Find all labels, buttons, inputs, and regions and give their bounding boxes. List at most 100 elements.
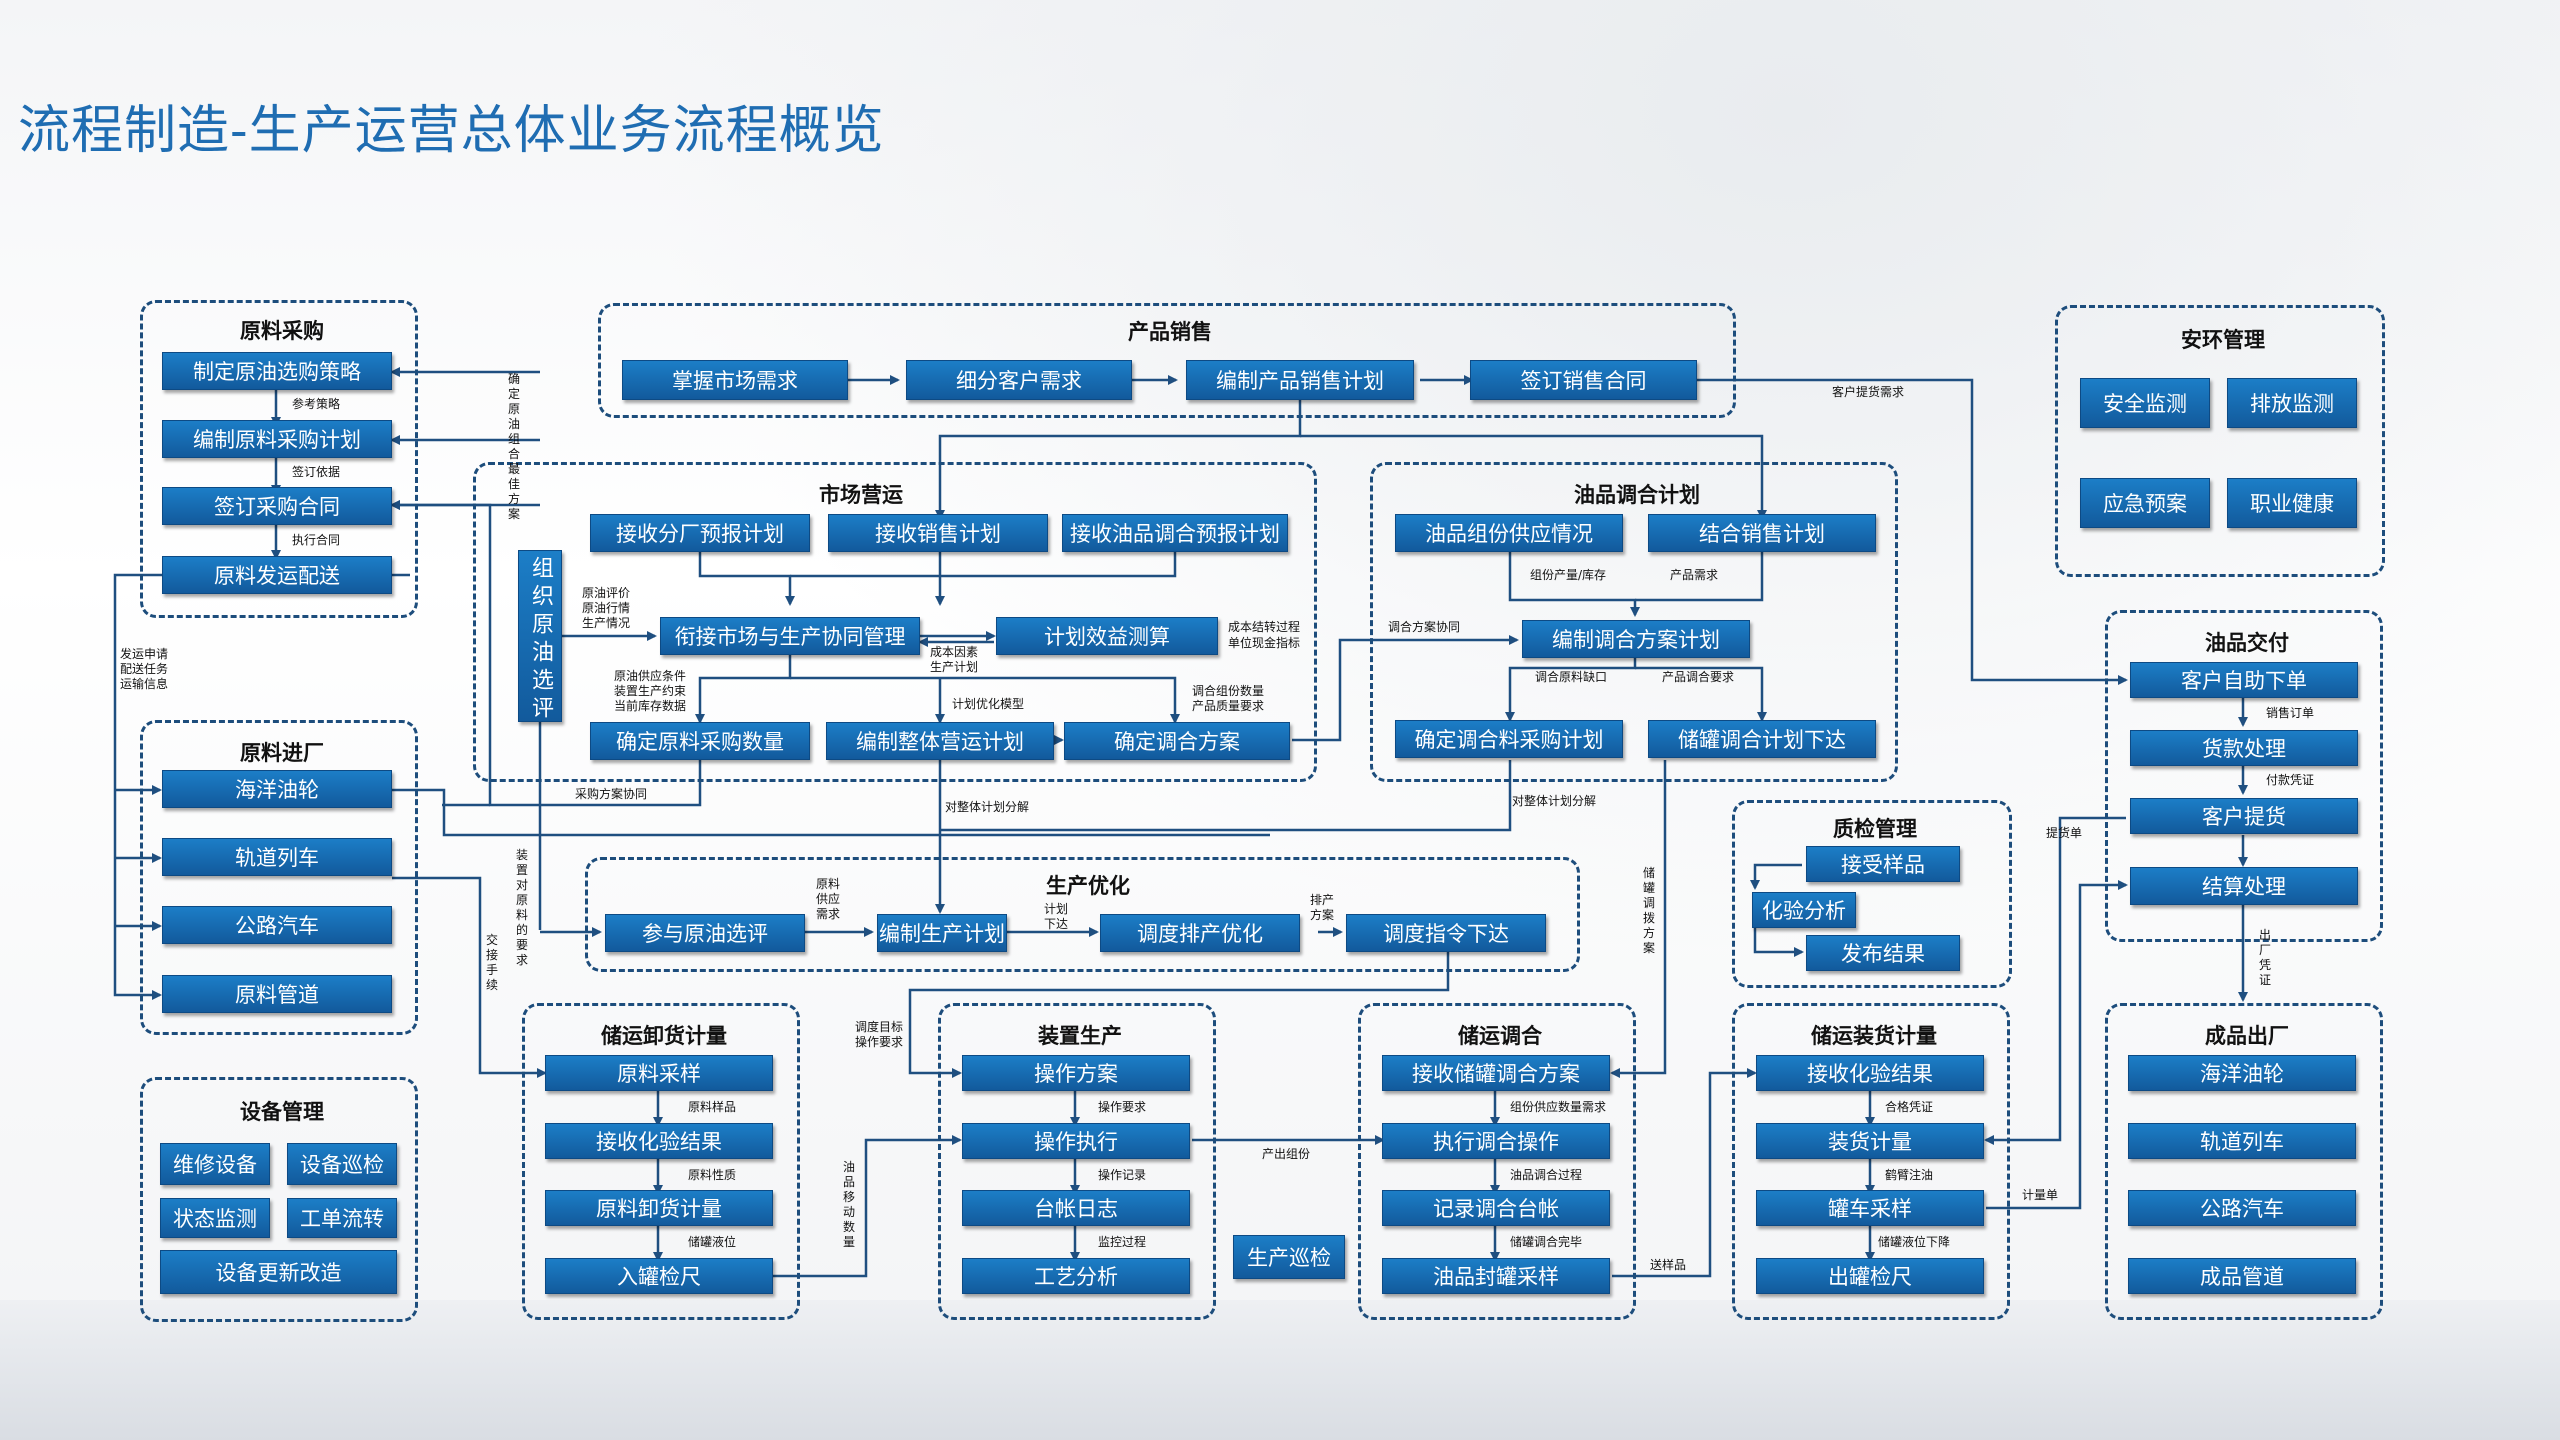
process-box[interactable]: 原料采样 — [545, 1055, 773, 1091]
process-box[interactable]: 设备巡检 — [287, 1143, 397, 1185]
process-box[interactable]: 签订销售合同 — [1470, 360, 1697, 400]
flow-label: 监控过程 — [1098, 1235, 1147, 1249]
process-box[interactable]: 状态监测 — [160, 1198, 270, 1238]
process-box[interactable]: 成品管道 — [2128, 1258, 2356, 1294]
process-box[interactable]: 衔接市场与生产协同管理 — [660, 617, 920, 655]
process-box[interactable]: 储罐调合计划下达 — [1648, 720, 1876, 758]
process-box[interactable]: 客户自助下单 — [2130, 662, 2358, 698]
group-hse-management: 安环管理 — [2055, 305, 2385, 577]
process-box[interactable]: 货款处理 — [2130, 730, 2358, 766]
process-box[interactable]: 确定调合料采购计划 — [1395, 720, 1623, 758]
process-box[interactable]: 接收化验结果 — [1756, 1055, 1984, 1091]
process-box[interactable]: 编制调合方案计划 — [1522, 620, 1750, 658]
process-box[interactable]: 台帐日志 — [962, 1190, 1190, 1226]
group-production-optimization: 生产优化 — [585, 857, 1580, 972]
process-box[interactable]: 发布结果 — [1806, 935, 1960, 971]
group-market-operation: 市场营运 — [473, 462, 1317, 782]
group-raw-material-purchase: 原料采购 — [140, 300, 418, 618]
process-box[interactable]: 接收化验结果 — [545, 1123, 773, 1159]
group-title: 市场营运 — [819, 483, 903, 507]
process-box[interactable]: 调度排产优化 — [1100, 914, 1300, 952]
flow-label: 供应 — [816, 892, 841, 906]
process-box[interactable]: 排放监测 — [2227, 378, 2357, 428]
process-box[interactable]: 执行调合操作 — [1382, 1123, 1610, 1159]
process-box[interactable]: 计划效益测算 — [996, 617, 1218, 655]
process-box[interactable]: 罐车采样 — [1756, 1190, 1984, 1226]
group-loading-metering: 储运装货计量 — [1732, 1003, 2010, 1320]
group-equipment-management: 设备管理 — [140, 1077, 418, 1322]
process-box[interactable]: 操作方案 — [962, 1055, 1190, 1091]
process-box[interactable]: 记录调合台帐 — [1382, 1190, 1610, 1226]
process-box[interactable]: 维修设备 — [160, 1143, 270, 1185]
flow-label: 原油评价 — [582, 586, 631, 600]
process-box[interactable]: 轨道列车 — [2128, 1123, 2356, 1159]
process-box[interactable]: 轨道列车 — [162, 838, 392, 876]
process-box[interactable]: 结算处理 — [2130, 867, 2358, 905]
group-title: 油品交付 — [2205, 631, 2289, 655]
process-box[interactable]: 化验分析 — [1752, 892, 1856, 928]
process-box[interactable]: 接收分厂预报计划 — [590, 514, 810, 552]
process-box[interactable]: 工单流转 — [287, 1198, 397, 1238]
process-box[interactable]: 海洋油轮 — [162, 770, 392, 808]
flow-label: 发运申请 — [120, 647, 169, 661]
flow-label: 原料样品 — [688, 1100, 737, 1114]
process-box[interactable]: 编制生产计划 — [877, 914, 1007, 952]
group-title: 成品出厂 — [2205, 1024, 2289, 1048]
process-box[interactable]: 调度指令下达 — [1346, 914, 1546, 952]
process-box[interactable]: 签订采购合同 — [162, 487, 392, 525]
process-box[interactable]: 工艺分析 — [962, 1258, 1190, 1294]
group-blending-plan: 油品调合计划 — [1370, 462, 1898, 782]
process-box[interactable]: 编制整体营运计划 — [826, 722, 1054, 760]
process-box[interactable]: 编制原料采购计划 — [162, 420, 392, 458]
group-title: 质检管理 — [1833, 817, 1917, 841]
group-title: 设备管理 — [240, 1100, 324, 1124]
process-box[interactable]: 制定原油选购策略 — [162, 352, 392, 390]
group-oil-delivery: 油品交付 — [2105, 610, 2383, 942]
process-box[interactable]: 编制产品销售计划 — [1186, 360, 1414, 400]
process-box[interactable]: 入罐检尺 — [545, 1258, 773, 1294]
process-box[interactable]: 客户提货 — [2130, 798, 2358, 834]
process-box-vertical[interactable]: 组织原油选评 — [518, 550, 562, 724]
flow-label: 合格凭证 — [1885, 1100, 1934, 1114]
process-box[interactable]: 参与原油选评 — [605, 914, 805, 952]
flow-label: 采购方案协同 — [575, 787, 648, 801]
process-box[interactable]: 接收储罐调合方案 — [1382, 1055, 1610, 1091]
flow-label: 下达 — [1044, 917, 1069, 931]
process-box[interactable]: 掌握市场需求 — [622, 360, 848, 400]
group-title: 装置生产 — [1038, 1024, 1122, 1048]
process-box[interactable]: 接收销售计划 — [828, 514, 1048, 552]
process-box[interactable]: 海洋油轮 — [2128, 1055, 2356, 1091]
group-title: 安环管理 — [2181, 328, 2265, 352]
process-box[interactable]: 油品封罐采样 — [1382, 1258, 1610, 1294]
process-box[interactable]: 操作执行 — [962, 1123, 1190, 1159]
process-box[interactable]: 结合销售计划 — [1648, 514, 1876, 552]
process-box[interactable]: 接受样品 — [1806, 846, 1960, 882]
process-box[interactable]: 原料管道 — [162, 975, 392, 1013]
process-box[interactable]: 职业健康 — [2227, 478, 2357, 528]
process-box[interactable]: 应急预案 — [2080, 478, 2210, 528]
process-box[interactable]: 确定原料采购数量 — [590, 722, 810, 760]
process-box[interactable]: 安全监测 — [2080, 378, 2210, 428]
process-box[interactable]: 原料发运配送 — [162, 556, 392, 594]
process-box[interactable]: 细分客户需求 — [906, 360, 1132, 400]
group-title: 储运装货计量 — [1811, 1024, 1937, 1048]
flow-label-vertical: 装置对原料的要求 — [515, 848, 528, 967]
process-box[interactable]: 公路汽车 — [2128, 1190, 2356, 1226]
flow-label: 储罐调合完毕 — [1510, 1235, 1583, 1249]
process-box[interactable]: 接收油品调合预报计划 — [1062, 514, 1288, 552]
process-box[interactable]: 油品组份供应情况 — [1395, 514, 1623, 552]
process-box[interactable]: 公路汽车 — [162, 906, 392, 944]
flow-label: 组份供应数量需求 — [1510, 1100, 1607, 1114]
process-box[interactable]: 装货计量 — [1756, 1123, 1984, 1159]
process-box[interactable]: 确定调合方案 — [1064, 722, 1290, 760]
group-storage-blending: 储运调合 — [1358, 1003, 1636, 1320]
process-box[interactable]: 生产巡检 — [1233, 1235, 1345, 1279]
process-box[interactable]: 出罐检尺 — [1756, 1258, 1984, 1294]
process-box[interactable]: 设备更新改造 — [160, 1250, 397, 1294]
process-box[interactable]: 原料卸货计量 — [545, 1190, 773, 1226]
group-title: 原料采购 — [240, 319, 324, 343]
flow-label: 计划 — [1044, 902, 1069, 916]
flow-label: 调度目标 — [855, 1020, 904, 1034]
flow-label: 当前库存数据 — [614, 699, 687, 713]
flow-label: 销售订单 — [2266, 706, 2315, 720]
